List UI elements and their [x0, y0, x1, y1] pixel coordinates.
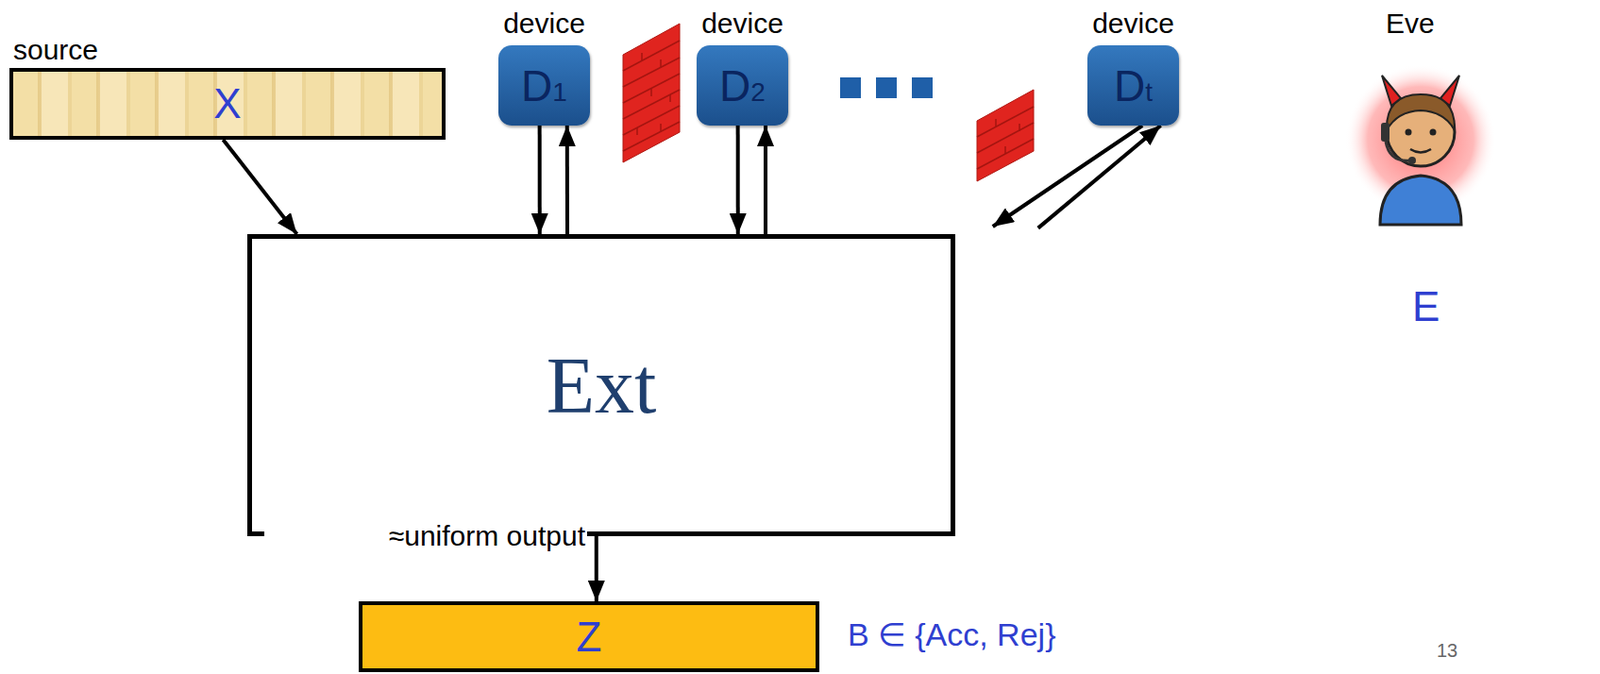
connector-arrow — [538, 125, 542, 235]
device-box: deviceD1 — [498, 45, 590, 126]
extractor-box: Ext — [247, 234, 956, 537]
output-box: Z — [358, 601, 820, 673]
firewall — [623, 23, 680, 163]
adversary-symbol: E — [1412, 283, 1440, 331]
device-box: deviceDt — [1087, 45, 1179, 126]
source-box: sourceX — [9, 67, 446, 140]
connector-arrow — [594, 536, 599, 602]
node-heading: source — [13, 33, 99, 67]
firewall — [976, 89, 1034, 182]
node-heading: device — [503, 7, 586, 40]
node-label: Z — [576, 613, 603, 661]
node-label: X — [213, 80, 241, 128]
decision-bit: B ∈ {Acc, Rej} — [847, 615, 1057, 654]
node-label: Dt — [1113, 60, 1153, 112]
output-note: ≈uniform output — [264, 520, 588, 553]
node-heading: device — [701, 7, 784, 40]
eve-figure — [1345, 64, 1497, 225]
connector-arrow — [222, 139, 297, 235]
ellipsis-squares — [840, 77, 933, 99]
connector-arrow — [565, 125, 570, 235]
connector-arrow — [1038, 125, 1162, 229]
adversary-name: Eve — [1385, 7, 1435, 40]
node-label: Ext — [546, 339, 657, 432]
node-label: D2 — [719, 60, 766, 112]
connector-arrow — [763, 125, 768, 235]
device-box: deviceD2 — [696, 45, 789, 126]
node-label: D1 — [521, 60, 568, 112]
node-heading: device — [1092, 7, 1175, 40]
page-number: 13 — [1436, 640, 1458, 662]
connector-arrow — [736, 125, 741, 235]
connector-arrow — [993, 125, 1143, 227]
